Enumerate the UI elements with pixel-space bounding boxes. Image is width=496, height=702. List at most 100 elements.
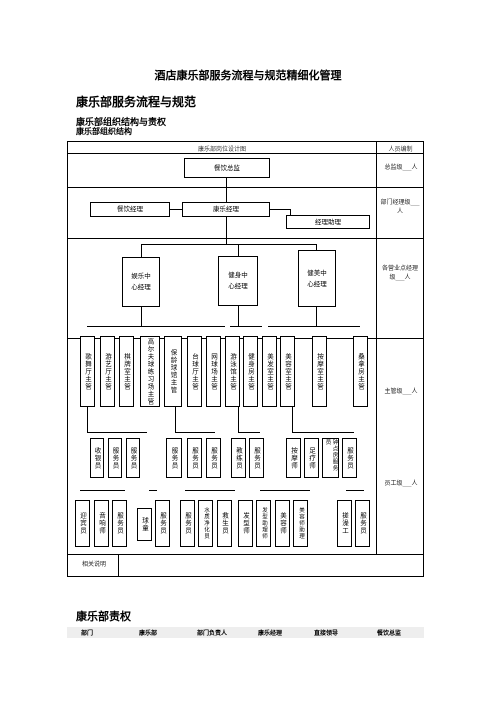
connector bbox=[230, 326, 262, 327]
org-center-beauty: 健美中心经理 bbox=[298, 250, 336, 307]
connector bbox=[149, 490, 157, 491]
sup-billiards: 台球厅主管 bbox=[187, 336, 202, 407]
column-divider bbox=[376, 142, 377, 554]
connector bbox=[238, 407, 239, 432]
connector bbox=[238, 244, 239, 256]
notes-label: 相关说明 bbox=[81, 561, 106, 568]
staff-server: 服务员 bbox=[155, 500, 170, 547]
sup-tennis: 网球场主管 bbox=[206, 336, 221, 407]
resp-leader-label: 直接领导 bbox=[314, 630, 339, 637]
table-header-left: 康乐部岗位设计图 bbox=[197, 146, 246, 153]
sup-sauna: 桑拿房主管 bbox=[353, 336, 368, 407]
staff-beauty-assistant: 美容师助理 bbox=[293, 500, 308, 547]
org-center-entertainment: 娱乐中心经理 bbox=[122, 257, 160, 307]
org-director: 餐饮总监 bbox=[184, 158, 270, 178]
connector bbox=[141, 244, 142, 257]
connector bbox=[292, 407, 293, 432]
staff-hairstylist: 发型师 bbox=[238, 500, 253, 547]
org-recreation-manager: 康乐经理 bbox=[182, 202, 270, 217]
staff-server: 服务员 bbox=[180, 500, 195, 547]
connector bbox=[185, 490, 235, 491]
connector bbox=[87, 326, 225, 327]
staff-greeter: 迎宾员 bbox=[75, 500, 90, 547]
resp-dept-value: 康乐部 bbox=[139, 630, 158, 637]
connector bbox=[87, 432, 147, 433]
connector bbox=[292, 432, 354, 433]
staffing-supervisor: 主管级___人 bbox=[384, 388, 418, 395]
resp-leader-value: 餐饮总监 bbox=[377, 630, 402, 637]
section-responsibility-title: 康乐部责权 bbox=[76, 610, 131, 623]
staff-bath-attendant: 搓澡工 bbox=[337, 500, 352, 547]
staffing-dept-manager: 部门经理级___人 bbox=[380, 199, 420, 215]
sup-gym: 健身房主管 bbox=[243, 336, 258, 407]
row-divider bbox=[68, 238, 423, 239]
row-divider bbox=[68, 554, 423, 555]
connector bbox=[87, 407, 88, 432]
staffing-outlet-manager: 各营业点经理级___人 bbox=[381, 265, 418, 281]
connector bbox=[226, 217, 227, 245]
row-divider bbox=[68, 187, 423, 188]
connector bbox=[80, 490, 125, 491]
staff-server: 服务员 bbox=[166, 438, 182, 478]
resp-dept-label: 部门 bbox=[81, 630, 94, 637]
connector bbox=[226, 178, 227, 203]
staff-foot-therapist: 足疗师 bbox=[304, 438, 319, 478]
connector bbox=[260, 490, 310, 491]
sup-chess-room: 棋牌室主管 bbox=[119, 336, 134, 407]
org-center-fitness: 健身中心经理 bbox=[218, 256, 258, 306]
org-assistant: 经理助理 bbox=[286, 215, 370, 229]
subsection-heading: 康乐部组织结构与责权 bbox=[76, 118, 167, 128]
sup-golf-range: 高尔夫球练习场主管 bbox=[140, 336, 160, 407]
staff-sound-engineer: 音响师 bbox=[94, 500, 109, 547]
document-title: 酒店康乐部服务流程与规范精细化管理 bbox=[154, 69, 342, 82]
connector bbox=[141, 244, 316, 245]
table-header-right: 人员编制 bbox=[388, 146, 413, 153]
connector bbox=[290, 209, 291, 215]
connector bbox=[316, 244, 317, 250]
connector bbox=[238, 306, 239, 326]
section-heading: 康乐部服务流程与规范 bbox=[76, 95, 197, 109]
connector bbox=[316, 307, 317, 326]
staff-water-purifier: 水质净化员 bbox=[198, 500, 213, 547]
resp-head-value: 康乐经理 bbox=[258, 630, 283, 637]
connector bbox=[170, 209, 182, 210]
staff-server: 服务员 bbox=[108, 438, 122, 478]
sup-beauty-salon: 美容室主管 bbox=[280, 336, 295, 407]
connector bbox=[270, 209, 290, 210]
sup-bowling: 保龄球馆主管 bbox=[164, 336, 182, 407]
connector bbox=[141, 307, 142, 326]
sup-ballroom: 歌舞厅主管 bbox=[80, 336, 95, 407]
resp-head-label: 部门负责人 bbox=[197, 630, 228, 637]
staff-masseur: 按摩师 bbox=[286, 438, 301, 478]
connector bbox=[238, 432, 260, 433]
staff-caddie: 球童 bbox=[137, 508, 152, 541]
staff-hair-assistant: 发型助理师 bbox=[256, 500, 271, 547]
subsubsection-heading: 康乐部组织结构 bbox=[76, 126, 132, 136]
staff-hourly-room: 钟点房服务员 bbox=[322, 438, 339, 478]
staffing-staff: 员工级___人 bbox=[384, 480, 418, 487]
connector bbox=[175, 432, 215, 433]
connector bbox=[346, 490, 364, 491]
responsibility-header-row: 部门 康乐部 部门负责人 康乐经理 直接领导 餐饮总监 bbox=[67, 627, 424, 638]
staff-cashier: 收银员 bbox=[90, 438, 104, 478]
connector bbox=[175, 407, 176, 432]
row-divider bbox=[68, 153, 423, 154]
staff-server: 服务员 bbox=[249, 438, 264, 478]
connector bbox=[268, 326, 360, 327]
sup-arcade: 游艺厅主管 bbox=[100, 336, 115, 407]
sup-swimming: 游泳馆主管 bbox=[225, 336, 240, 407]
sup-massage: 按摩室主管 bbox=[312, 336, 327, 407]
staff-lifeguard: 救生员 bbox=[217, 500, 232, 547]
staffing-director: 总监级___人 bbox=[384, 164, 418, 171]
footer-divider bbox=[118, 554, 119, 577]
staff-server: 服务员 bbox=[355, 500, 370, 547]
sup-hair-salon: 美发室主管 bbox=[262, 336, 277, 407]
staff-server: 服务员 bbox=[206, 438, 221, 478]
staff-beautician: 美容师 bbox=[275, 500, 290, 547]
staff-coach: 教练员 bbox=[231, 438, 246, 478]
staff-server: 服务员 bbox=[126, 438, 140, 478]
staff-server: 服务员 bbox=[112, 500, 127, 547]
org-fb-manager: 餐饮经理 bbox=[90, 202, 170, 217]
staff-server: 服务员 bbox=[342, 438, 357, 478]
staff-server: 服务员 bbox=[187, 438, 202, 478]
